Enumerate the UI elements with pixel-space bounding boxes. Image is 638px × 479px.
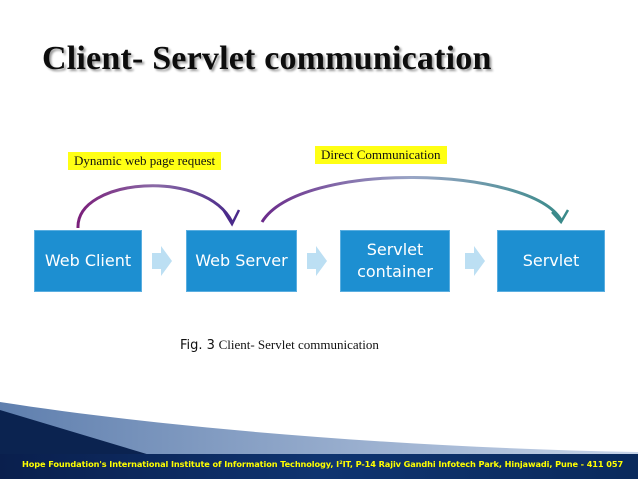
dynamic-request-arrow <box>76 184 234 229</box>
servlet-container-box: Servlet container <box>340 230 450 292</box>
direct-communication-label: Direct Communication <box>315 146 447 164</box>
chevron-arrow-3 <box>465 246 485 276</box>
chevron-arrow-2 <box>307 246 327 276</box>
chevron-arrow-1 <box>152 246 172 276</box>
figure-caption-text: Client- Servlet communication <box>218 337 379 352</box>
footer-band <box>0 454 638 479</box>
dynamic-request-label: Dynamic web page request <box>68 152 222 170</box>
direct-communication-arrow <box>260 176 563 223</box>
footer-text: Hope Foundation's International Institut… <box>22 459 624 469</box>
figure-caption: Fig. 3 Client- Servlet communication <box>180 337 379 353</box>
web-client-box: Web Client <box>34 230 142 292</box>
web-server-box: Web Server <box>186 230 297 292</box>
slide-title: Client- Servlet communication <box>42 40 492 77</box>
footer-swoosh <box>0 402 638 456</box>
figure-number: Fig. 3 <box>180 338 215 353</box>
footer-swoosh-dark <box>0 410 150 455</box>
dynamic-request-arrowhead <box>222 209 241 227</box>
direct-communication-arrowhead <box>551 209 570 225</box>
servlet-box: Servlet <box>497 230 605 292</box>
